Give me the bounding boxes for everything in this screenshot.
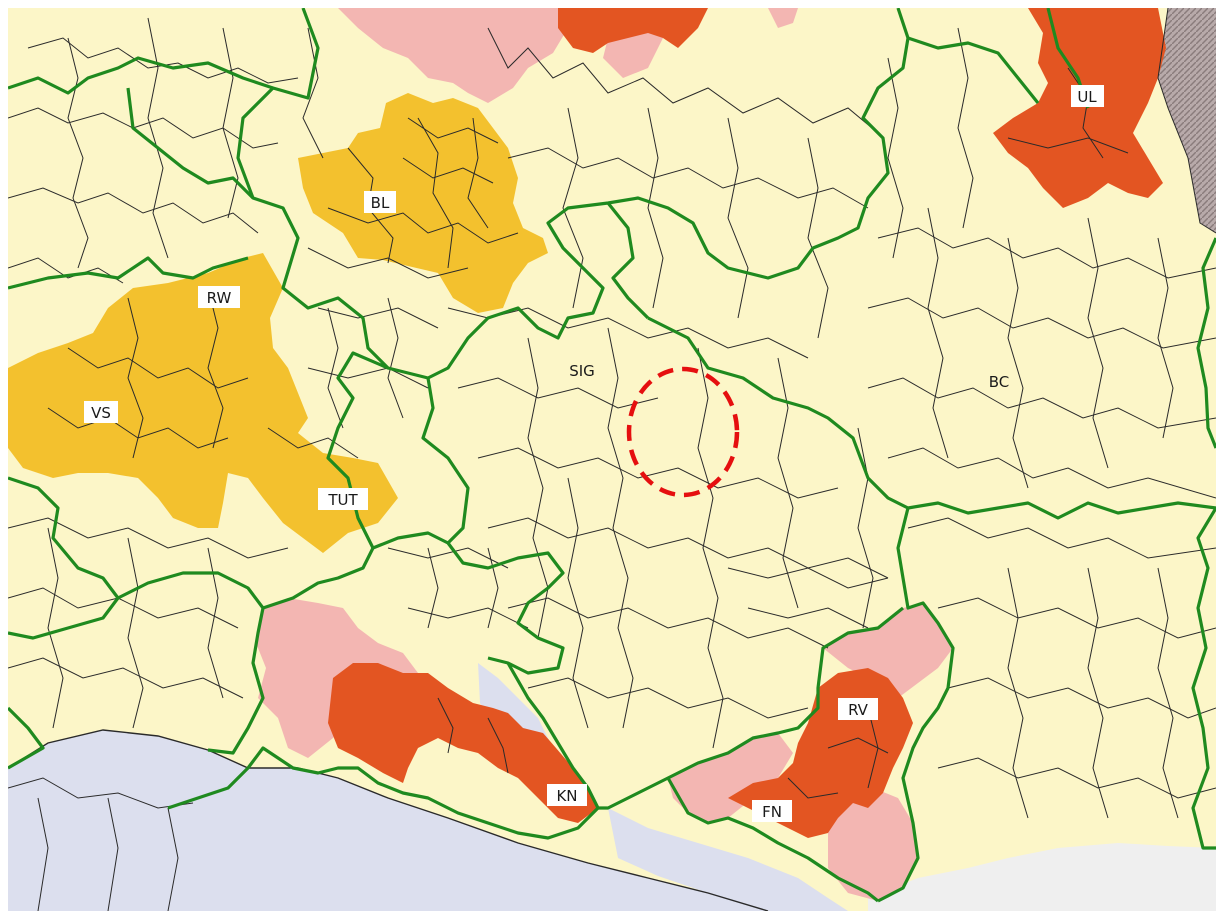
label-ul[interactable]: UL bbox=[1071, 85, 1104, 107]
district-pink-north-3 bbox=[768, 8, 798, 28]
label-rv-text: RV bbox=[848, 701, 869, 719]
label-vs-text: VS bbox=[91, 404, 111, 422]
label-ul-box bbox=[1071, 85, 1104, 107]
shoreline bbox=[8, 729, 769, 911]
label-fn[interactable]: FN bbox=[752, 800, 792, 822]
label-fn-box bbox=[752, 800, 792, 822]
label-sig-text: SIG bbox=[569, 362, 595, 380]
label-bl-box bbox=[364, 191, 396, 213]
lake-water bbox=[8, 730, 768, 911]
label-rw[interactable]: RW bbox=[198, 286, 240, 308]
district-pink-north bbox=[338, 8, 568, 103]
district-dark-north bbox=[558, 8, 708, 53]
label-fn-text: FN bbox=[762, 803, 782, 821]
hatched-edge bbox=[1157, 8, 1216, 234]
label-tut-box bbox=[318, 488, 368, 510]
label-kn-box bbox=[547, 784, 587, 806]
map-frame: UL BL RW SIG BC VS TUT RV KN FN bbox=[8, 8, 1216, 911]
label-bl[interactable]: BL bbox=[364, 191, 396, 213]
district-pink-east bbox=[823, 603, 953, 708]
label-kn[interactable]: KN bbox=[547, 784, 587, 806]
district-pink-southeast bbox=[668, 733, 793, 823]
label-tut[interactable]: TUT bbox=[318, 488, 368, 510]
label-ul-text: UL bbox=[1077, 88, 1097, 106]
district-ul-area bbox=[993, 8, 1166, 208]
label-bc-text: BC bbox=[989, 373, 1010, 391]
lake-east-water bbox=[608, 808, 848, 911]
district-map[interactable]: UL BL RW SIG BC VS TUT RV KN FN bbox=[8, 8, 1216, 911]
label-rv[interactable]: RV bbox=[838, 698, 878, 720]
label-rv-box bbox=[838, 698, 878, 720]
label-bl-text: BL bbox=[371, 194, 390, 212]
municipality-boundaries bbox=[8, 17, 1216, 911]
district-kn-area bbox=[328, 663, 598, 823]
district-pink-south bbox=[828, 788, 918, 901]
label-vs-box bbox=[84, 401, 118, 423]
label-bc[interactable]: BC bbox=[989, 373, 1010, 391]
label-kn-text: KN bbox=[556, 787, 577, 805]
label-sig[interactable]: SIG bbox=[569, 362, 595, 380]
hatched-region bbox=[1158, 8, 1216, 233]
label-rw-box bbox=[198, 286, 240, 308]
label-rw-text: RW bbox=[207, 289, 232, 307]
highlight-circle bbox=[626, 366, 740, 498]
district-rw-vs-area bbox=[8, 253, 398, 553]
district-bl-area bbox=[298, 93, 548, 313]
label-vs[interactable]: VS bbox=[84, 401, 118, 423]
label-tut-text: TUT bbox=[327, 491, 358, 509]
outside-area bbox=[868, 843, 1216, 911]
